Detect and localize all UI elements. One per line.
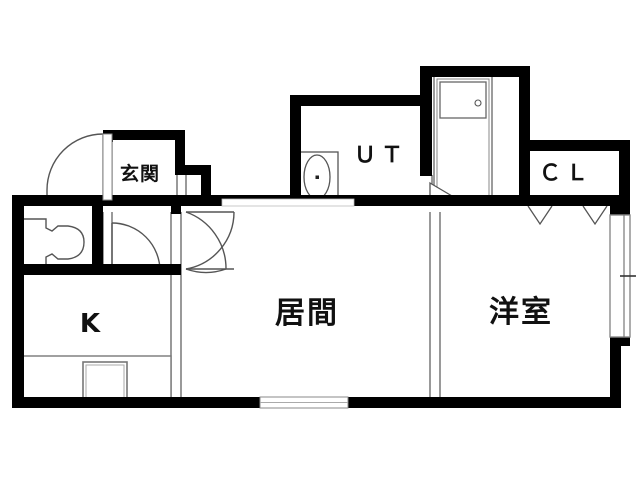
kitchen-sink-fixture [82,361,128,403]
room-label-bedroom: 洋室 [489,295,553,330]
living-room-window[interactable] [259,396,349,409]
living-room-door-swing[interactable] [185,211,234,274]
room-labels: 玄関 ＵＴ ＣＬ K 居間 洋室 [80,143,593,339]
room-label-kitchen: K [80,309,101,339]
room-label-living: 居間 [275,296,339,331]
room-label-ut: ＵＴ [354,143,408,168]
toilet-fixture [22,218,85,267]
closet-folding-door-left[interactable] [527,205,553,226]
ut-corridor-opening[interactable] [221,198,355,207]
bedroom-sliding-window[interactable] [609,214,636,338]
room-label-cl: ＣＬ [539,161,593,186]
closet-folding-door-right[interactable] [582,205,608,226]
genkan-entry-opening[interactable] [102,133,113,201]
living-room-door-arc2 [185,211,235,270]
unit-bath-fixture [433,75,493,201]
room-label-genkan: 玄関 [120,162,160,185]
